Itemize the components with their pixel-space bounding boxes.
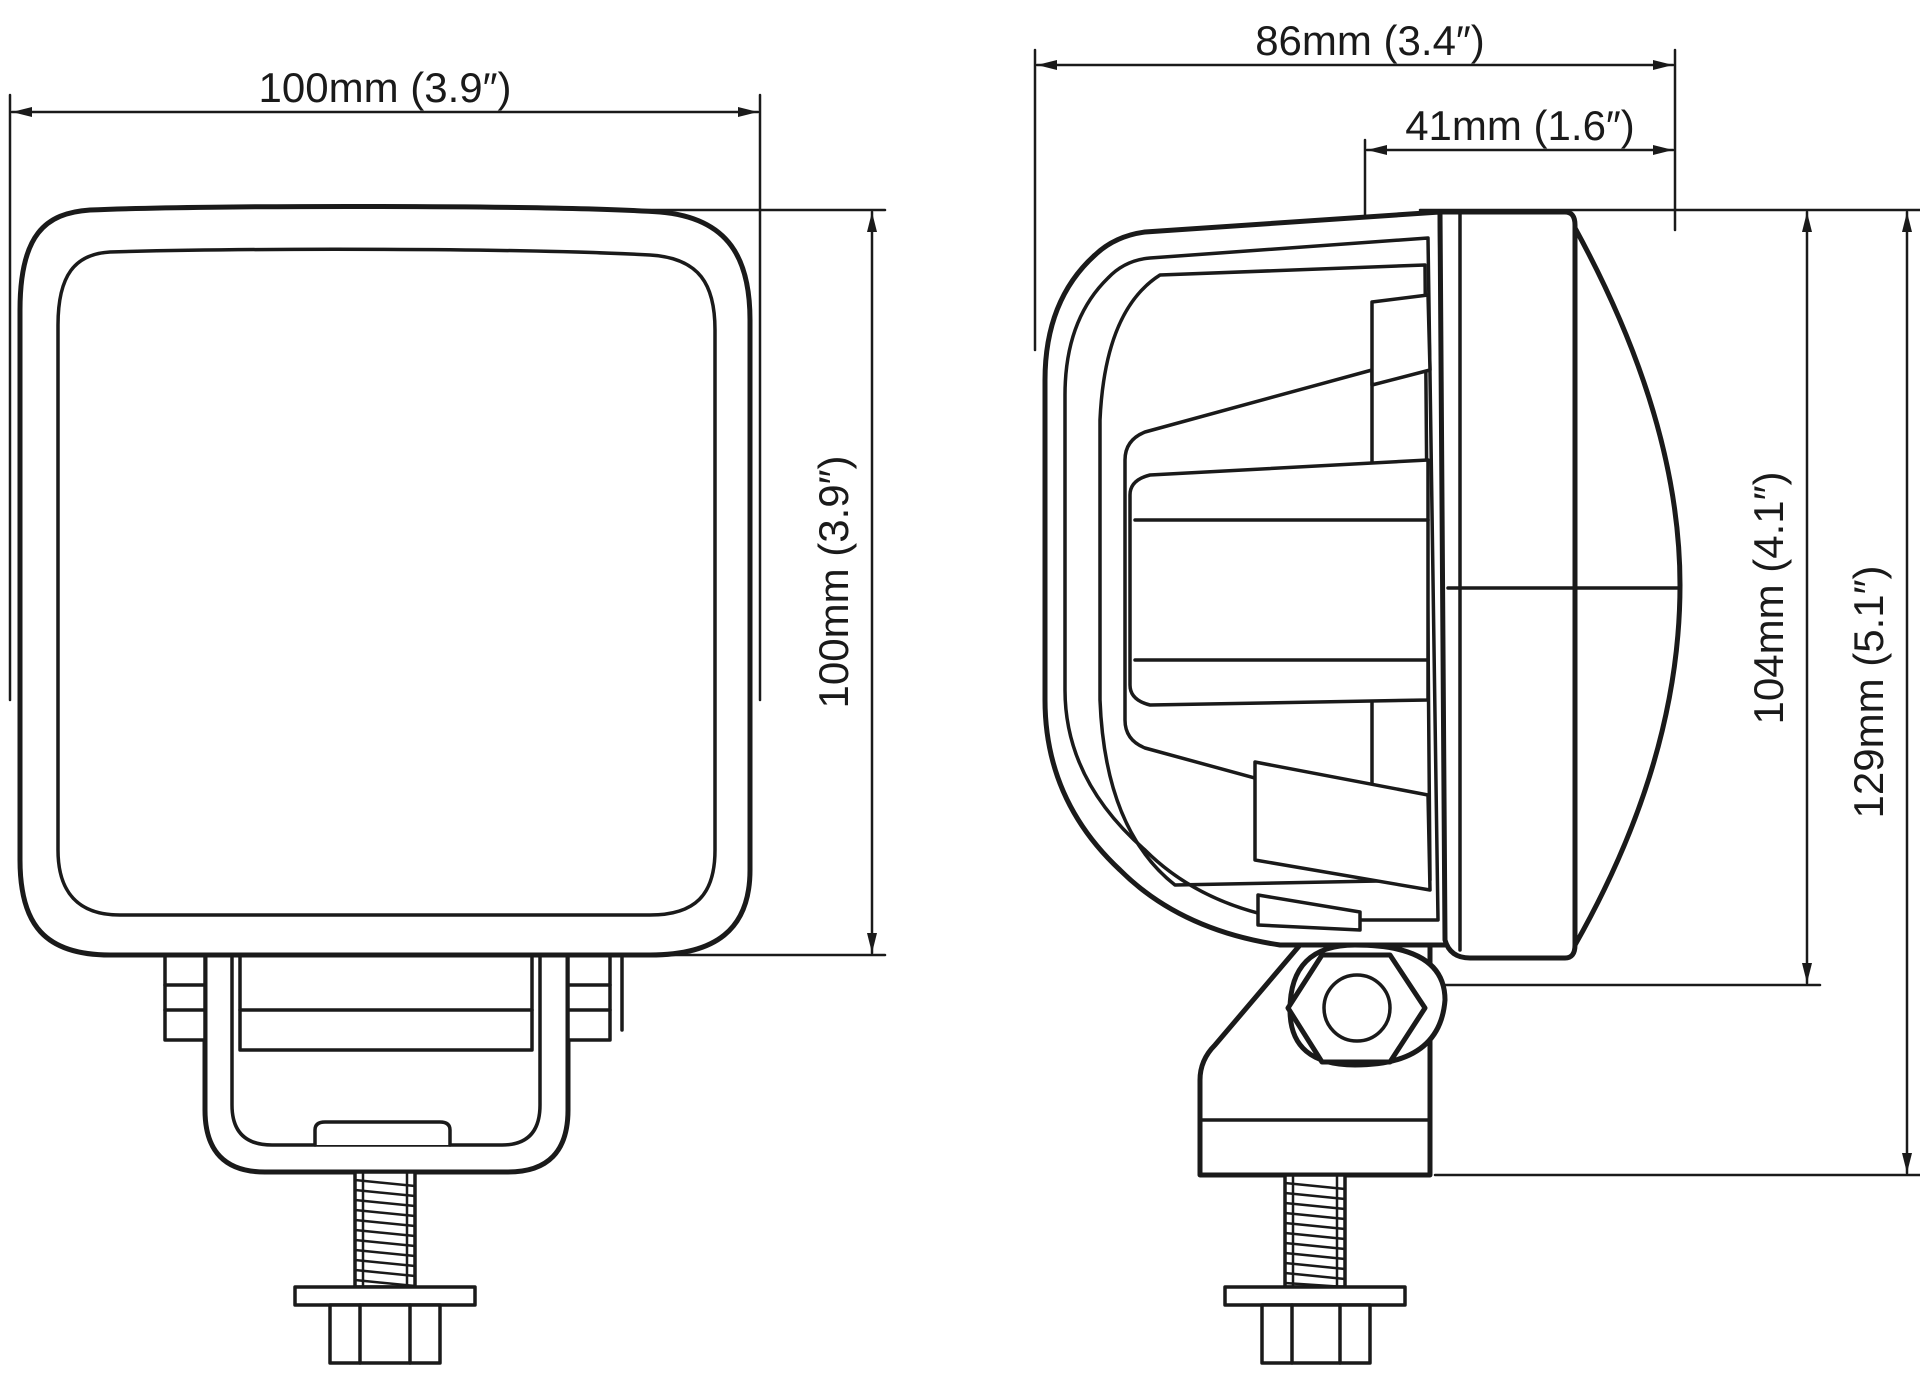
- side-washer: [1223, 1285, 1407, 1307]
- side-depth-label: 86mm (3.4″): [1255, 17, 1485, 64]
- side-view: 86mm (3.4″) 41mm (1.6″) 104mm (4.1″) 129…: [1033, 17, 1920, 1365]
- side-fin-block: [1128, 458, 1430, 707]
- side-housing-inner-edge: [1063, 236, 1440, 922]
- front-side-bolt-left: [163, 948, 207, 1042]
- front-lens: [56, 247, 717, 917]
- side-pivot-bolt: [1322, 973, 1392, 1043]
- front-nut: [328, 1303, 442, 1365]
- front-width-label: 100mm (3.9″): [259, 64, 512, 111]
- side-lens-height-label: 104mm (4.1″): [1745, 472, 1792, 725]
- side-cooling-fin-outline: [1098, 263, 1432, 887]
- front-washer: [293, 1285, 477, 1307]
- front-bracket-plate: [238, 953, 534, 1052]
- side-nut: [1260, 1303, 1372, 1365]
- front-housing-outline: [17, 203, 753, 958]
- front-side-bolt-right: [566, 948, 612, 1042]
- side-lens-dome: [1572, 225, 1683, 948]
- front-view: 100mm (3.9″) 100mm (3.9″): [8, 64, 887, 1365]
- front-stud-threads: [353, 1178, 417, 1288]
- side-upper-tab: [1370, 293, 1432, 387]
- side-bezel: [1437, 209, 1578, 961]
- side-overall-height-label: 129mm (5.1″): [1845, 566, 1892, 819]
- front-bracket-pad: [313, 1120, 452, 1147]
- side-stud-threads: [1283, 1181, 1347, 1289]
- front-height-label: 100mm (3.9″): [810, 456, 857, 709]
- side-lower-tab: [1253, 760, 1432, 892]
- side-lower-tab-small: [1256, 893, 1362, 932]
- side-lens-depth-label: 41mm (1.6″): [1405, 102, 1635, 149]
